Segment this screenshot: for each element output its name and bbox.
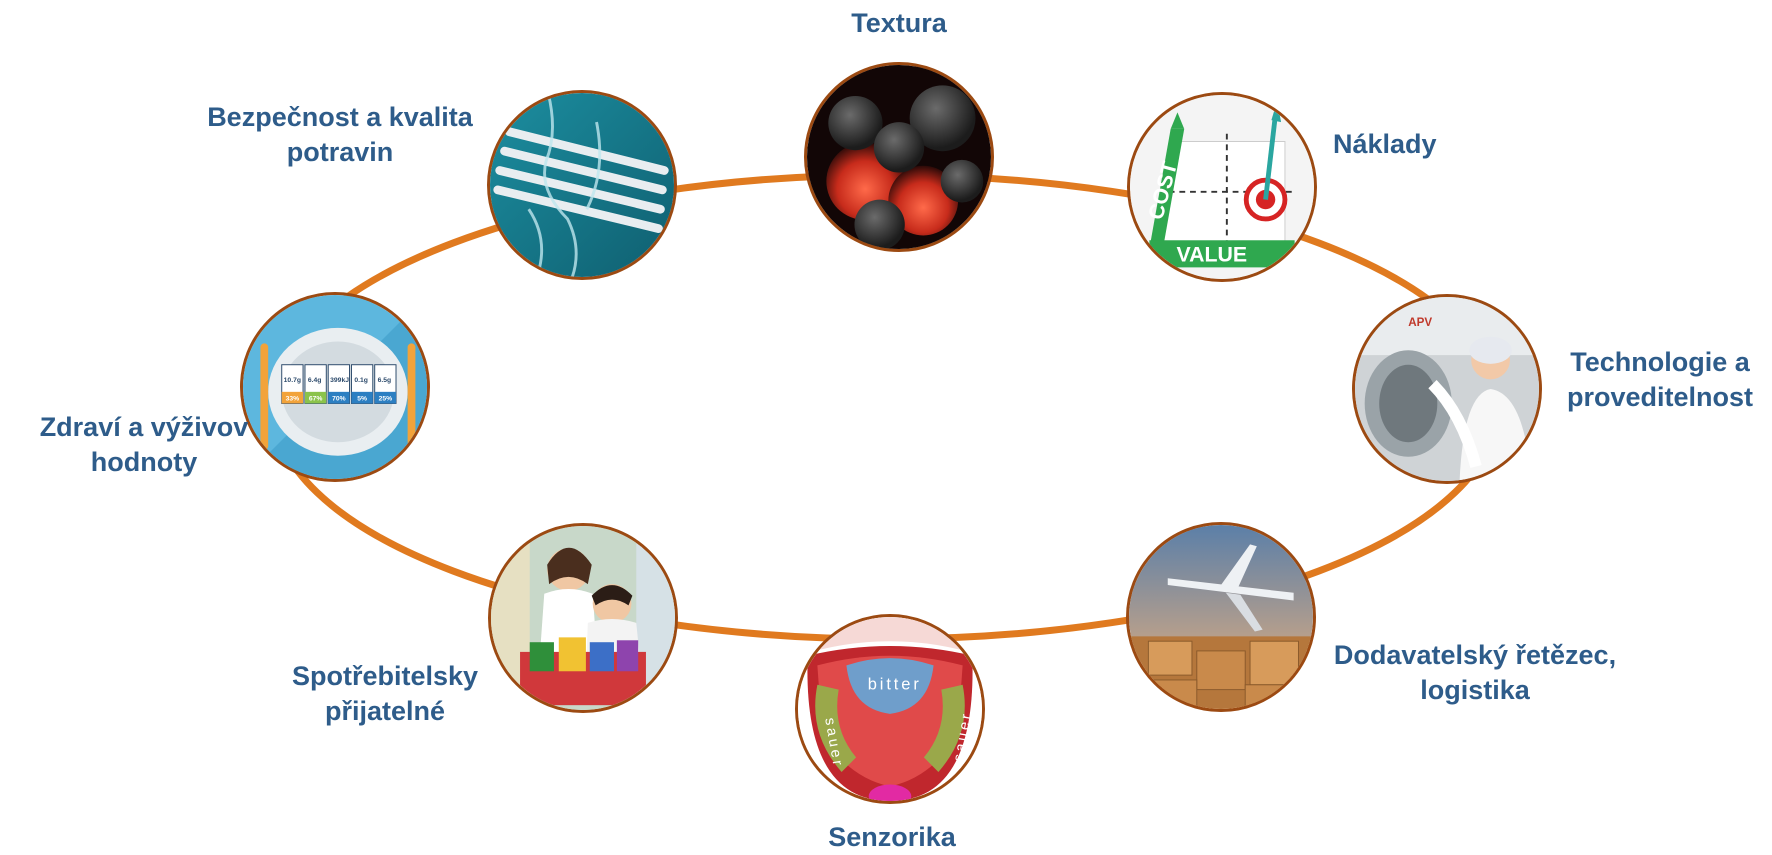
cargo-plane-boxes-image bbox=[1129, 525, 1313, 709]
nutrition-value-3: 399kJ bbox=[330, 377, 349, 384]
label-spotrebitelsky: Spotřebitelsky přijatelné bbox=[291, 661, 479, 726]
node-image-senzorika: bitter sauer sauer bbox=[795, 614, 985, 804]
node-image-dodavatelsky bbox=[1126, 522, 1316, 712]
label-naklady: Náklady bbox=[1333, 129, 1437, 159]
nutrition-percent-3: 70% bbox=[332, 396, 346, 403]
nutrition-percent-2: 67% bbox=[309, 396, 323, 403]
nutrition-value-1: 10.7g bbox=[284, 377, 301, 384]
tongue-taste-map-image: bitter sauer sauer bbox=[798, 617, 982, 801]
factory-worker-image: APV bbox=[1355, 297, 1539, 481]
cost-value-chart-image: COST VALUE bbox=[1130, 95, 1314, 279]
nutrition-plate-image: 10.7g 6.4g 399kJ 0.1g 6.5g 33% 67% 70% 5… bbox=[243, 295, 427, 479]
label-technologie: Technologie a proveditelnost bbox=[1566, 347, 1754, 412]
nutrition-value-2: 6.4g bbox=[308, 377, 322, 384]
nutrition-percent-1: 33% bbox=[286, 396, 300, 403]
apv-logo-text: APV bbox=[1408, 316, 1432, 329]
nutrition-value-4: 0.1g bbox=[354, 377, 368, 384]
label-senzorika: Senzorika bbox=[828, 822, 956, 852]
label-zdravi: Zdraví a výživov hodnoty bbox=[39, 412, 249, 477]
node-image-naklady: COST VALUE bbox=[1127, 92, 1317, 282]
node-image-technologie: APV bbox=[1352, 294, 1542, 484]
bitter-zone-text: bitter bbox=[868, 676, 922, 694]
label-bezpecnost: Bezpečnost a kvalita potravin bbox=[207, 102, 473, 167]
node-image-bezpecnost bbox=[487, 90, 677, 280]
fork-water-splash-image bbox=[490, 93, 674, 277]
value-axis-text: VALUE bbox=[1176, 243, 1247, 267]
label-textura: Textura bbox=[851, 8, 947, 38]
nutrition-percent-5: 25% bbox=[379, 396, 393, 403]
shoppers-cart-image bbox=[491, 526, 675, 710]
texture-microsphere-image bbox=[807, 65, 991, 249]
nutrition-value-5: 6.5g bbox=[378, 377, 392, 384]
node-image-textura bbox=[804, 62, 994, 252]
nutrition-percent-4: 5% bbox=[357, 396, 367, 403]
node-image-zdravi: 10.7g 6.4g 399kJ 0.1g 6.5g 33% 67% 70% 5… bbox=[240, 292, 430, 482]
label-dodavatelsky: Dodavatelský řetězec, logistika bbox=[1333, 640, 1617, 705]
node-image-spotrebitelsky bbox=[488, 523, 678, 713]
